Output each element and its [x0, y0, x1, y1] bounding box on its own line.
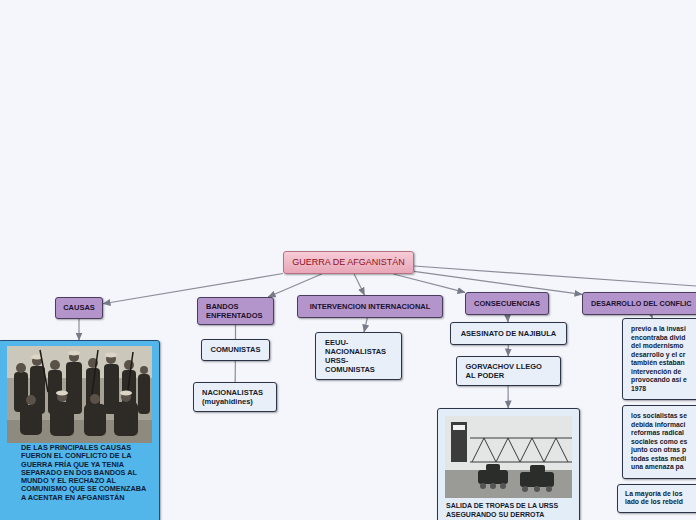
offscreen-branch [414, 266, 696, 286]
photo-topic: SALIDA DE TROPAS DE LA URSS ASEGURANDO S… [437, 408, 580, 520]
topic-text: previo a la invasi encontraba divid del … [631, 325, 693, 393]
connector [414, 271, 582, 294]
topic-text: BANDOS ENFRENTADOS [206, 302, 263, 320]
connector [235, 325, 236, 339]
tanks-photo [445, 416, 572, 498]
connector [364, 318, 367, 333]
topic-text: CONSECUENCIAS [474, 299, 540, 309]
subtopic: ASESINATO DE NAJIBULA [450, 322, 567, 345]
connector [78, 319, 79, 341]
connector [268, 274, 322, 297]
subtopic: GORVACHOV LLEGO AL PODER [456, 356, 561, 386]
topic-text: ASESINATO DE NAJIBULA [459, 329, 558, 339]
connector [235, 361, 236, 383]
topic-text: SALIDA DE TROPAS DE LA URSS ASEGURANDO S… [446, 502, 576, 519]
central-topic: GUERRA DE AFGANISTÁN [283, 251, 414, 274]
topic-text: DE LAS PRINCIPALES CAUSAS FUERON EL CONF… [21, 444, 149, 502]
main-topic: BANDOS ENFRENTADOS [197, 297, 274, 325]
main-topic: CONSECUENCIAS [465, 292, 549, 315]
subtopic: COMUNISTAS [201, 339, 270, 361]
main-topic: INTERVENCION INTERNACIONAL [297, 295, 443, 318]
topic-text: CAUSAS [63, 303, 95, 313]
topic-text: NACIONALISTAS (muyahidines) [202, 388, 263, 406]
photo-topic: DE LAS PRINCIPALES CAUSAS FUERON EL CONF… [0, 340, 160, 520]
note-topic: La mayoría de los lado de los rebeld [617, 484, 696, 513]
connector [507, 386, 508, 408]
topic-text: EEUU- NACIONALISTAS URSS- COMUNISTAS [325, 338, 386, 374]
connector [508, 345, 509, 357]
subtopic: EEUU- NACIONALISTAS URSS- COMUNISTAS [315, 332, 402, 380]
connector [354, 274, 364, 295]
note-topic: previo a la invasi encontraba divid del … [622, 318, 696, 400]
topic-text: DESARROLLO DEL CONFLIC [591, 299, 696, 309]
subtopic: NACIONALISTAS (muyahidines) [193, 382, 277, 412]
topic-text: COMUNISTAS [210, 345, 261, 355]
fighters-photo [7, 346, 152, 443]
connector [507, 315, 509, 323]
main-topic: DESARROLLO DEL CONFLIC [582, 292, 696, 315]
note-topic: los socialistas se debida informaci refo… [622, 405, 696, 479]
main-topic: CAUSAS [55, 297, 103, 319]
topic-text: INTERVENCION INTERNACIONAL [306, 302, 434, 312]
topic-text: los socialistas se debida informaci refo… [631, 412, 693, 472]
topic-text: La mayoría de los lado de los rebeld [625, 490, 693, 507]
topic-text: GORVACHOV LLEGO AL PODER [466, 362, 552, 380]
connector [393, 274, 465, 292]
topic-text: GUERRA DE AFGANISTÁN [292, 257, 405, 268]
